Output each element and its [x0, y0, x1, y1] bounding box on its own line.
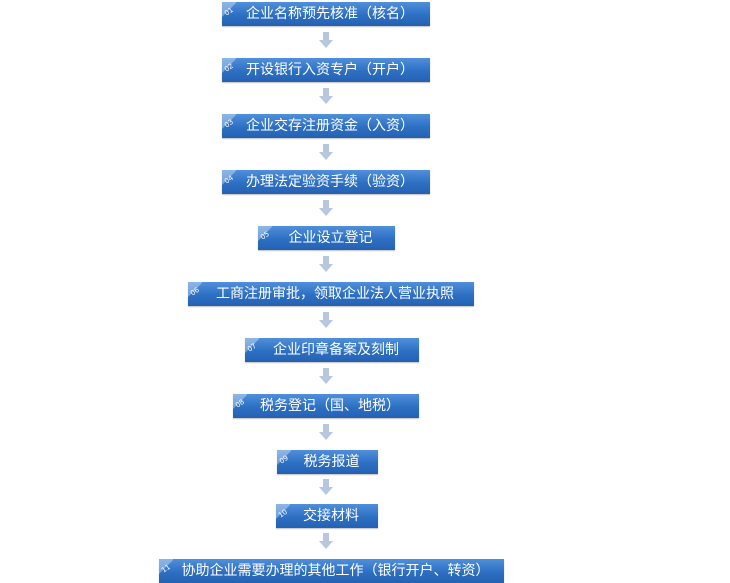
step-02: 02 开设银行入资专户（开户）: [221, 58, 430, 82]
step-06: 06 工商注册审批，领取企业法人营业执照: [187, 282, 474, 306]
step-label: 税务报道: [303, 454, 360, 470]
step-label: 工商注册审批，领取企业法人营业执照: [216, 286, 454, 302]
down-arrow-icon: [319, 144, 333, 160]
step-label: 交接材料: [303, 508, 359, 524]
step-number-badge: 05: [257, 226, 272, 241]
step-number-badge: 11: [158, 559, 173, 574]
step-01: 01 企业名称预先核准（核名）: [221, 2, 430, 26]
step-number-badge: 02: [221, 58, 236, 73]
step-number-badge: 03: [221, 114, 236, 129]
step-number-badge: 04: [221, 170, 236, 185]
step-label: 企业名称预先核准（核名）: [246, 6, 414, 22]
step-04: 04 办理法定验资手续（验资）: [221, 170, 430, 194]
step-05: 05 企业设立登记: [257, 226, 395, 250]
down-arrow-icon: [319, 312, 333, 328]
down-arrow-icon: [319, 533, 333, 549]
step-09: 09 税务报道: [276, 450, 378, 474]
step-07: 07 企业印章备案及刻制: [244, 338, 419, 362]
step-label: 开设银行入资专户（开户）: [246, 62, 414, 78]
down-arrow-icon: [319, 200, 333, 216]
step-label: 税务登记（国、地税）: [260, 398, 400, 414]
step-label: 企业印章备案及刻制: [273, 342, 399, 358]
step-label: 企业设立登记: [288, 230, 373, 246]
down-arrow-icon: [319, 368, 333, 384]
down-arrow-icon: [319, 88, 333, 104]
step-label: 协助企业需要办理的其他工作（银行开户、转资）: [181, 563, 490, 579]
down-arrow-icon: [319, 424, 333, 440]
step-08: 08 税务登记（国、地税）: [232, 394, 419, 418]
step-label: 企业交存注册资金（入资）: [246, 118, 414, 134]
step-number-badge: 10: [275, 504, 290, 519]
step-number-badge: 06: [187, 282, 202, 297]
step-number-badge: 01: [221, 2, 236, 17]
step-number-badge: 08: [232, 394, 247, 409]
step-11: 11 协助企业需要办理的其他工作（银行开户、转资）: [158, 559, 504, 583]
down-arrow-icon: [319, 256, 333, 272]
down-arrow-icon: [319, 479, 333, 495]
step-label: 办理法定验资手续（验资）: [246, 174, 414, 190]
step-10: 10 交接材料: [275, 504, 378, 528]
down-arrow-icon: [319, 32, 333, 48]
step-03: 03 企业交存注册资金（入资）: [221, 114, 430, 138]
step-number-badge: 07: [244, 338, 259, 353]
step-number-badge: 09: [276, 450, 291, 465]
